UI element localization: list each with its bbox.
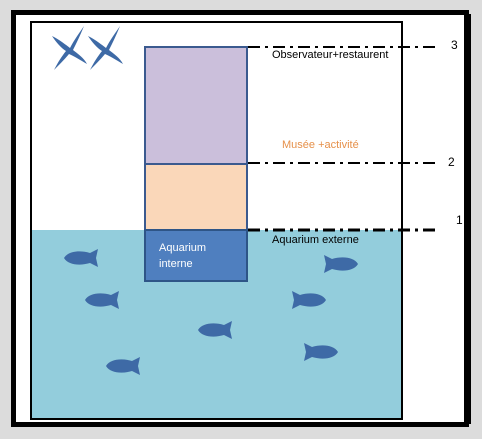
diagram-inner-border — [30, 21, 403, 420]
bird-icon — [52, 26, 87, 70]
level-1-number: 1 — [456, 213, 463, 227]
fish-icon — [64, 249, 98, 267]
aquarium-interne-block — [144, 229, 248, 282]
bird-icon — [88, 26, 123, 70]
fish-icon — [324, 255, 358, 273]
level-3-number: 3 — [451, 38, 458, 52]
level-1-label: Aquarium externe — [272, 234, 359, 246]
right-border-line — [468, 14, 471, 424]
fish-icon — [85, 291, 119, 309]
fish-icon — [304, 343, 338, 361]
fish-icon — [292, 291, 326, 309]
level-2-number: 2 — [448, 155, 455, 169]
aquarium-interne-label-line2: interne — [159, 258, 193, 270]
level-3-label: Observateur+restaurent — [272, 49, 389, 61]
fish-icon — [198, 321, 232, 339]
level-2-label: Musée +activité — [282, 139, 359, 151]
fish-icon — [106, 357, 140, 375]
aquarium-interne-label-line1: Aquarium — [159, 242, 207, 254]
musee-activite-block — [144, 163, 248, 231]
